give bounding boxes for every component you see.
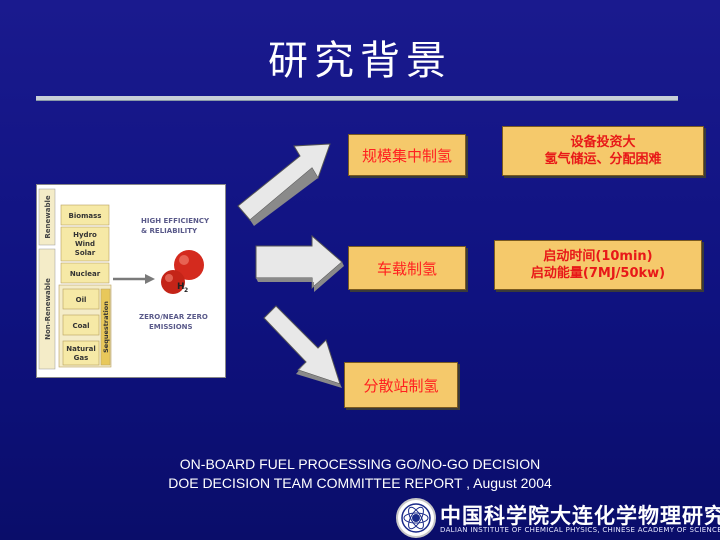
svg-text:Hydro: Hydro	[73, 231, 97, 239]
central-production-label: 规模集中制氢	[361, 146, 452, 165]
distributed-production-label: 分散站制氢	[363, 376, 439, 395]
svg-text:Gas: Gas	[74, 354, 89, 362]
onboard-production-box: 车载制氢	[348, 246, 466, 290]
onboard-production-label: 车载制氢	[376, 259, 437, 278]
svg-text:Oil: Oil	[76, 296, 87, 304]
emissions-text: ZERO/NEAR ZERO	[139, 313, 208, 321]
footer-line-1: ON-BOARD FUEL PROCESSING GO/NO-GO DECISI…	[179, 456, 541, 472]
source-oil: Oil	[62, 288, 100, 310]
institute-name: 中国科学院大连化学物理研究所	[440, 504, 720, 528]
onboard-issue-line-1: 启动时间(10min)	[543, 249, 653, 264]
source-biomass: Biomass	[60, 204, 110, 226]
onboard-issue-line-2: 启动能量(7MJ/50kw)	[530, 266, 666, 281]
energy-sources-diagram: Renewable Non-Renewable Biomass Hydro Wi…	[38, 188, 210, 370]
renewable-label: Renewable	[44, 195, 52, 238]
institute-logo: 中国科学院大连化学物理研究所 DALIAN INSTITUTE OF CHEMI…	[392, 496, 720, 540]
institute-subtitle: DALIAN INSTITUTE OF CHEMICAL PHYSICS, CH…	[440, 526, 720, 534]
footer-line-2: DOE DECISION TEAM COMMITTEE REPORT , Aug…	[168, 475, 552, 491]
efficiency-text: HIGH EFFICIENCY	[141, 217, 210, 225]
source-nuclear: Nuclear	[60, 262, 110, 284]
source-coal: Coal	[62, 314, 100, 336]
source-biomass-label: Biomass	[69, 212, 102, 220]
h2-label: H	[177, 282, 185, 292]
arrow-right-icon	[255, 234, 344, 292]
arrow-up-right-icon	[237, 143, 331, 226]
svg-text:EMISSIONS: EMISSIONS	[149, 323, 193, 331]
svg-text:Natural: Natural	[66, 345, 96, 353]
nonrenewable-label: Non-Renewable	[44, 278, 52, 340]
sequestration-label: Sequestration	[102, 301, 110, 353]
distributed-production-box: 分散站制氢	[344, 362, 458, 408]
svg-text:2: 2	[184, 287, 188, 294]
source-hydro-wind-solar: Hydro Wind Solar	[60, 226, 110, 262]
energy-sources-figure: Renewable Non-Renewable Biomass Hydro Wi…	[36, 184, 226, 378]
central-production-box: 规模集中制氢	[348, 134, 466, 176]
central-issues-box: 设备投资大 氢气储运、分配困难	[502, 126, 704, 176]
svg-text:Solar: Solar	[75, 249, 96, 257]
onboard-issues-box: 启动时间(10min) 启动能量(7MJ/50kw)	[494, 240, 702, 290]
institute-emblem-icon	[396, 498, 436, 538]
arrow-down-right-icon	[263, 305, 342, 388]
svg-text:Nuclear: Nuclear	[70, 270, 101, 278]
central-issue-line-1: 设备投资大	[570, 135, 636, 150]
svg-text:Wind: Wind	[75, 240, 95, 248]
title-divider	[36, 96, 678, 100]
central-issue-line-2: 氢气储运、分配困难	[544, 152, 662, 167]
svg-text:Coal: Coal	[72, 322, 89, 330]
source-natural-gas: Natural Gas	[62, 340, 100, 366]
slide-title: 研究背景	[268, 38, 452, 84]
svg-text:& RELIABILITY: & RELIABILITY	[141, 227, 198, 235]
h2-molecule: H 2	[161, 250, 204, 294]
